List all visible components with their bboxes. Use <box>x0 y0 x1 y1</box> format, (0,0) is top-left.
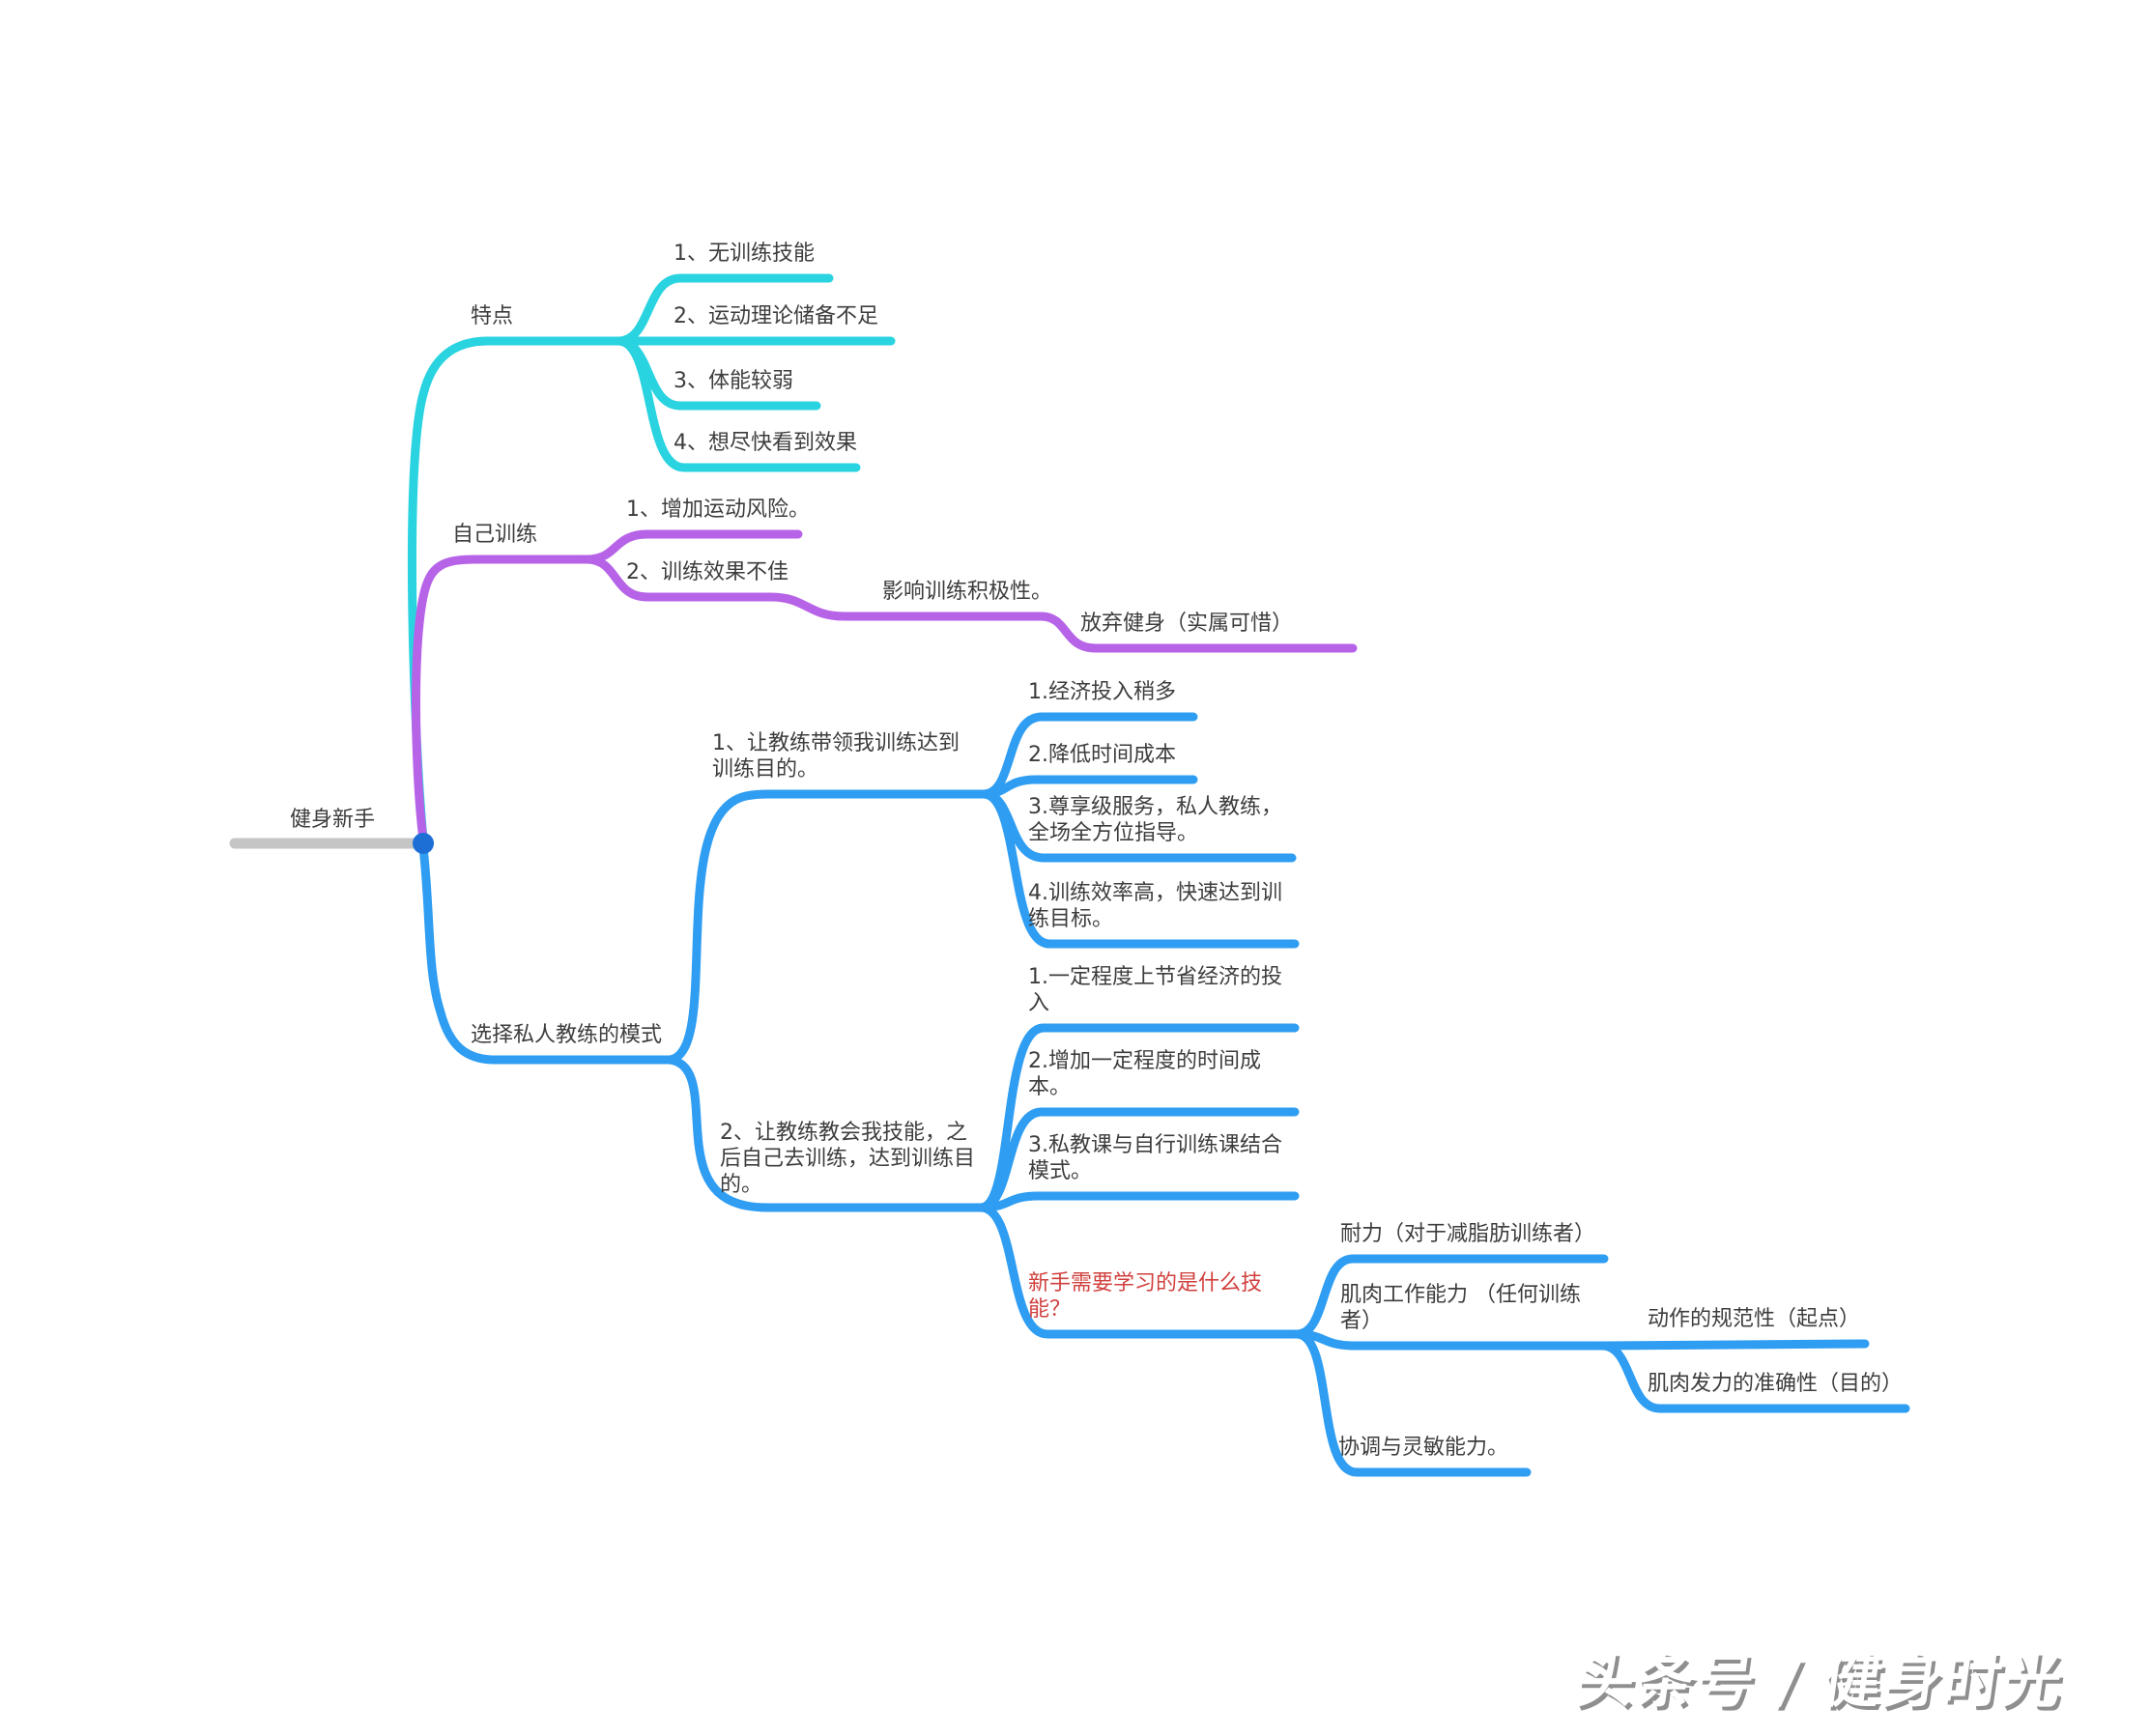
node-skill-standard[interactable]: 动作的规范性（起点） <box>1648 1307 1861 1331</box>
connector-question <box>976 1203 1302 1339</box>
connector-features-item4 <box>614 336 861 472</box>
node-selftrain[interactable]: 自己训练 <box>452 523 538 547</box>
node-selftrain-item1[interactable]: 1、增加运动风险。 <box>626 498 810 522</box>
node-mode1-item2[interactable]: 2.降低时间成本 <box>1028 743 1176 767</box>
node-mode2-item2[interactable]: 2.增加一定程度的时间成本。 <box>1028 1049 1261 1099</box>
node-selftrain-giveup[interactable]: 放弃健身（实属可惜） <box>1080 612 1294 636</box>
connector-selftrain-item2 <box>582 555 1046 621</box>
node-mode2-item3[interactable]: 3.私教课与自行训练课结合模式。 <box>1028 1133 1282 1183</box>
connector-skill-accuracy <box>1597 1341 1910 1413</box>
connector-mode2-item3 <box>976 1191 1300 1212</box>
node-skill-coordination[interactable]: 协调与灵敏能力。 <box>1338 1436 1509 1460</box>
node-mode1-item1[interactable]: 1.经济投入稍多 <box>1028 680 1176 704</box>
node-features-item4[interactable]: 4、想尽快看到效果 <box>674 431 857 455</box>
node-features[interactable]: 特点 <box>471 304 514 328</box>
connector-selftrain-trunk <box>411 555 591 844</box>
node-selftrain-item2[interactable]: 2、训练效果不佳 <box>626 560 788 584</box>
node-mode2-item1[interactable]: 1.一定程度上节省经济的投入 <box>1028 965 1282 1015</box>
node-skill-accuracy[interactable]: 肌肉发力的准确性（目的） <box>1648 1372 1904 1396</box>
connector-skill-muscle <box>1292 1329 1607 1351</box>
node-skill-muscle[interactable]: 肌肉工作能力 （任何训练者） <box>1340 1283 1581 1333</box>
node-mode1[interactable]: 1、让教练带领我训练达到训练目的。 <box>712 731 960 782</box>
node-mode1-item4[interactable]: 4.训练效率高，快速达到训练目标。 <box>1028 881 1282 931</box>
connector-skill-coordination <box>1292 1329 1532 1477</box>
connector-mode1 <box>665 789 989 1065</box>
connector-skill-standard <box>1597 1339 1870 1351</box>
node-mode1-item3[interactable]: 3.尊享级服务，私人教练，全场全方位指导。 <box>1028 795 1282 845</box>
node-coach[interactable]: 选择私人教练的模式 <box>471 1023 663 1047</box>
connector-features-trunk <box>407 336 623 843</box>
node-features-item2[interactable]: 2、运动理论储备不足 <box>674 304 878 328</box>
node-selftrain-consequence[interactable]: 影响训练积极性。 <box>882 580 1053 604</box>
connector-mode1-item4 <box>979 789 1300 949</box>
connector-coach-trunk <box>418 842 674 1065</box>
node-features-item3[interactable]: 3、体能较弱 <box>674 369 793 393</box>
node-skill-endurance[interactable]: 耐力（对于减脂肪训练者） <box>1340 1222 1596 1246</box>
node-question[interactable]: 新手需要学习的是什么技能？ <box>1028 1271 1263 1322</box>
node-mode2[interactable]: 2、让教练教会我技能，之后自己去训练，达到训练目的。 <box>720 1121 976 1197</box>
connector-mode1-item2 <box>979 775 1198 799</box>
node-features-item1[interactable]: 1、无训练技能 <box>674 242 815 266</box>
root-node[interactable]: 健身新手 <box>290 808 376 832</box>
watermark: 头条号 / 健身时光 <box>1571 1648 2068 1716</box>
connector-selftrain-giveup <box>1036 612 1358 653</box>
connector-mode2 <box>665 1055 986 1212</box>
root-dot[interactable] <box>413 833 434 854</box>
connector-selftrain-item1 <box>582 529 803 564</box>
